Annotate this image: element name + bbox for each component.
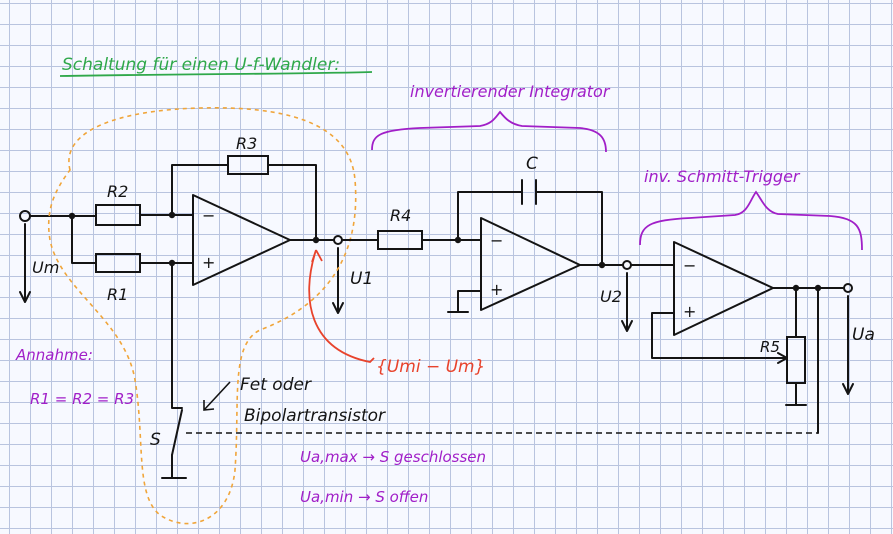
opamp-integrator bbox=[480, 217, 581, 311]
c-label: C bbox=[526, 154, 538, 174]
inverting-node bbox=[168, 211, 176, 219]
r4-label: R4 bbox=[390, 206, 411, 225]
opamp1-output-node bbox=[312, 236, 320, 244]
input-wire bbox=[29, 215, 97, 264]
ua-arrow bbox=[842, 295, 854, 395]
switch-note-line2: Bipolartransistor bbox=[244, 406, 386, 426]
resistor-r2 bbox=[95, 204, 141, 226]
state-min: Ua,min → S offen bbox=[300, 488, 428, 506]
opamp-summing bbox=[192, 194, 291, 286]
opamp1-plus: + bbox=[202, 253, 215, 272]
switch-branch-wire bbox=[171, 262, 183, 409]
trigger-title: inv. Schmitt-Trigger bbox=[644, 167, 801, 186]
opamp2-plus: + bbox=[490, 280, 503, 299]
input-node bbox=[68, 212, 76, 220]
opamp2-plus-ground bbox=[447, 290, 482, 313]
r2-label: R2 bbox=[107, 182, 128, 201]
integrator-brace bbox=[371, 110, 607, 153]
resistor-r4 bbox=[377, 230, 423, 250]
switch-blade bbox=[171, 409, 183, 456]
resistor-r5 bbox=[786, 336, 806, 384]
ua-label: Ua bbox=[852, 325, 875, 345]
input-terminal bbox=[19, 210, 31, 222]
switch-note-line1: Fet oder bbox=[240, 375, 312, 395]
r5-label: R5 bbox=[760, 338, 780, 356]
summing-stage-outline bbox=[47, 107, 357, 525]
red-annotation-arrow bbox=[308, 249, 375, 363]
u1-terminal bbox=[333, 235, 343, 245]
r3-label: R3 bbox=[236, 134, 257, 153]
title-underline bbox=[59, 71, 373, 77]
opamp2-minus: − bbox=[490, 231, 503, 250]
u2-terminal bbox=[622, 260, 632, 270]
state-max: Ua,max → S geschlossen bbox=[300, 448, 486, 466]
trigger-brace bbox=[639, 190, 863, 251]
um-arrow bbox=[19, 223, 31, 303]
r5-ground bbox=[785, 382, 807, 406]
r3-feedback-wire bbox=[171, 164, 317, 241]
capacitor-c bbox=[521, 179, 537, 205]
integrator-title: invertierender Integrator bbox=[410, 82, 611, 101]
positive-feedback-wiper bbox=[651, 312, 788, 364]
red-annotation-text: {Umi − Um} bbox=[376, 357, 485, 377]
assumption-label: Annahme: bbox=[15, 346, 93, 364]
u1-label: U1 bbox=[350, 269, 373, 289]
u2-label: U2 bbox=[600, 287, 622, 306]
resistor-r3 bbox=[227, 155, 269, 175]
u1-arrow bbox=[332, 247, 344, 314]
switch-note-arrow bbox=[203, 381, 231, 411]
switch-label: S bbox=[150, 430, 161, 450]
switch-ground bbox=[161, 454, 187, 479]
opamp1-minus: − bbox=[202, 206, 215, 225]
page-title: Schaltung für einen U-f-Wandler: bbox=[62, 55, 340, 75]
r1-label: R1 bbox=[107, 285, 128, 304]
u2-arrow bbox=[621, 272, 633, 332]
opamp2-output-node bbox=[598, 261, 606, 269]
opamp3-plus: + bbox=[683, 302, 696, 321]
capacitor-feedback-wire bbox=[457, 191, 603, 266]
assumption-equation: R1 = R2 = R3 bbox=[30, 390, 134, 408]
opamp-schmitt-trigger bbox=[673, 241, 774, 336]
opamp3-minus: − bbox=[683, 256, 696, 275]
resistor-r1 bbox=[95, 253, 141, 273]
ua-terminal bbox=[843, 283, 853, 293]
um-label: Um bbox=[32, 258, 59, 277]
